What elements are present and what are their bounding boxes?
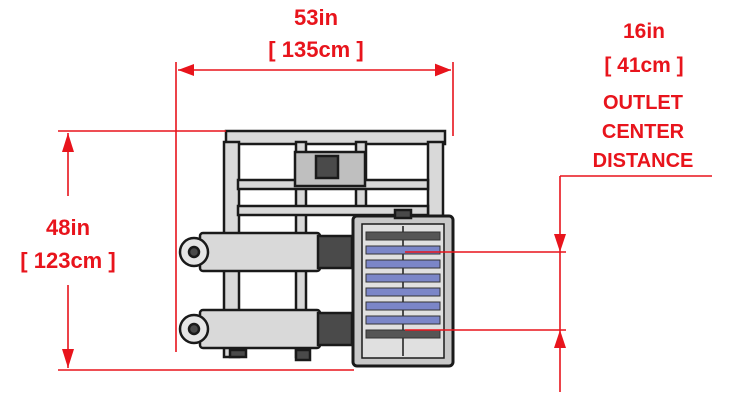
roller-lower — [198, 308, 322, 350]
roller-lower-coupling — [316, 311, 354, 347]
foot-mid — [294, 348, 312, 362]
outlet-caption-line-3: DISTANCE — [593, 150, 694, 172]
outlet-arrow-lower — [554, 330, 566, 348]
width-metric: [ 135cm ] — [268, 37, 363, 62]
outlet-imperial: 16in — [623, 20, 665, 43]
outlet-arrow-upper — [554, 234, 566, 252]
foot-left — [228, 348, 248, 359]
grate-slat — [365, 259, 441, 269]
depth-arrow-top — [62, 133, 74, 152]
depth-imperial: 48in — [46, 215, 90, 240]
motor-unit-core — [314, 154, 340, 180]
width-arrow-left — [178, 64, 194, 76]
grate-slat — [365, 231, 441, 241]
grate-slat — [365, 301, 441, 311]
roller-lower-hub — [187, 322, 201, 336]
grate-slats — [365, 231, 441, 339]
roller-upper-hub — [187, 245, 201, 259]
grate-handle — [393, 208, 413, 220]
dimension-lines — [58, 62, 712, 392]
depth-dimension-label: 48in [ 123cm ] — [20, 215, 115, 273]
outlet-caption-line-2: CENTER — [602, 121, 685, 143]
grate-slat — [365, 245, 441, 255]
frame-top-bar — [224, 129, 447, 146]
roller-upper — [198, 231, 322, 273]
frame-crossbar-lower — [236, 204, 430, 217]
grate-slat — [365, 287, 441, 297]
outlet-metric: [ 41cm ] — [604, 54, 683, 77]
grate-slat — [365, 329, 441, 339]
outlet-dimension-label: 16in [ 41cm ] OUTLET CENTER DISTANCE — [593, 20, 694, 172]
depth-metric: [ 123cm ] — [20, 248, 115, 273]
roller-upper-coupling — [316, 234, 354, 270]
width-imperial: 53in — [294, 5, 338, 30]
outlet-caption-line-1: OUTLET — [603, 92, 683, 114]
grate-slat — [365, 315, 441, 325]
width-dimension-label: 53in [ 135cm ] — [268, 5, 363, 62]
width-arrow-right — [435, 64, 451, 76]
depth-arrow-bottom — [62, 349, 74, 368]
grate-slat — [365, 273, 441, 283]
frame-post-right — [426, 140, 445, 224]
